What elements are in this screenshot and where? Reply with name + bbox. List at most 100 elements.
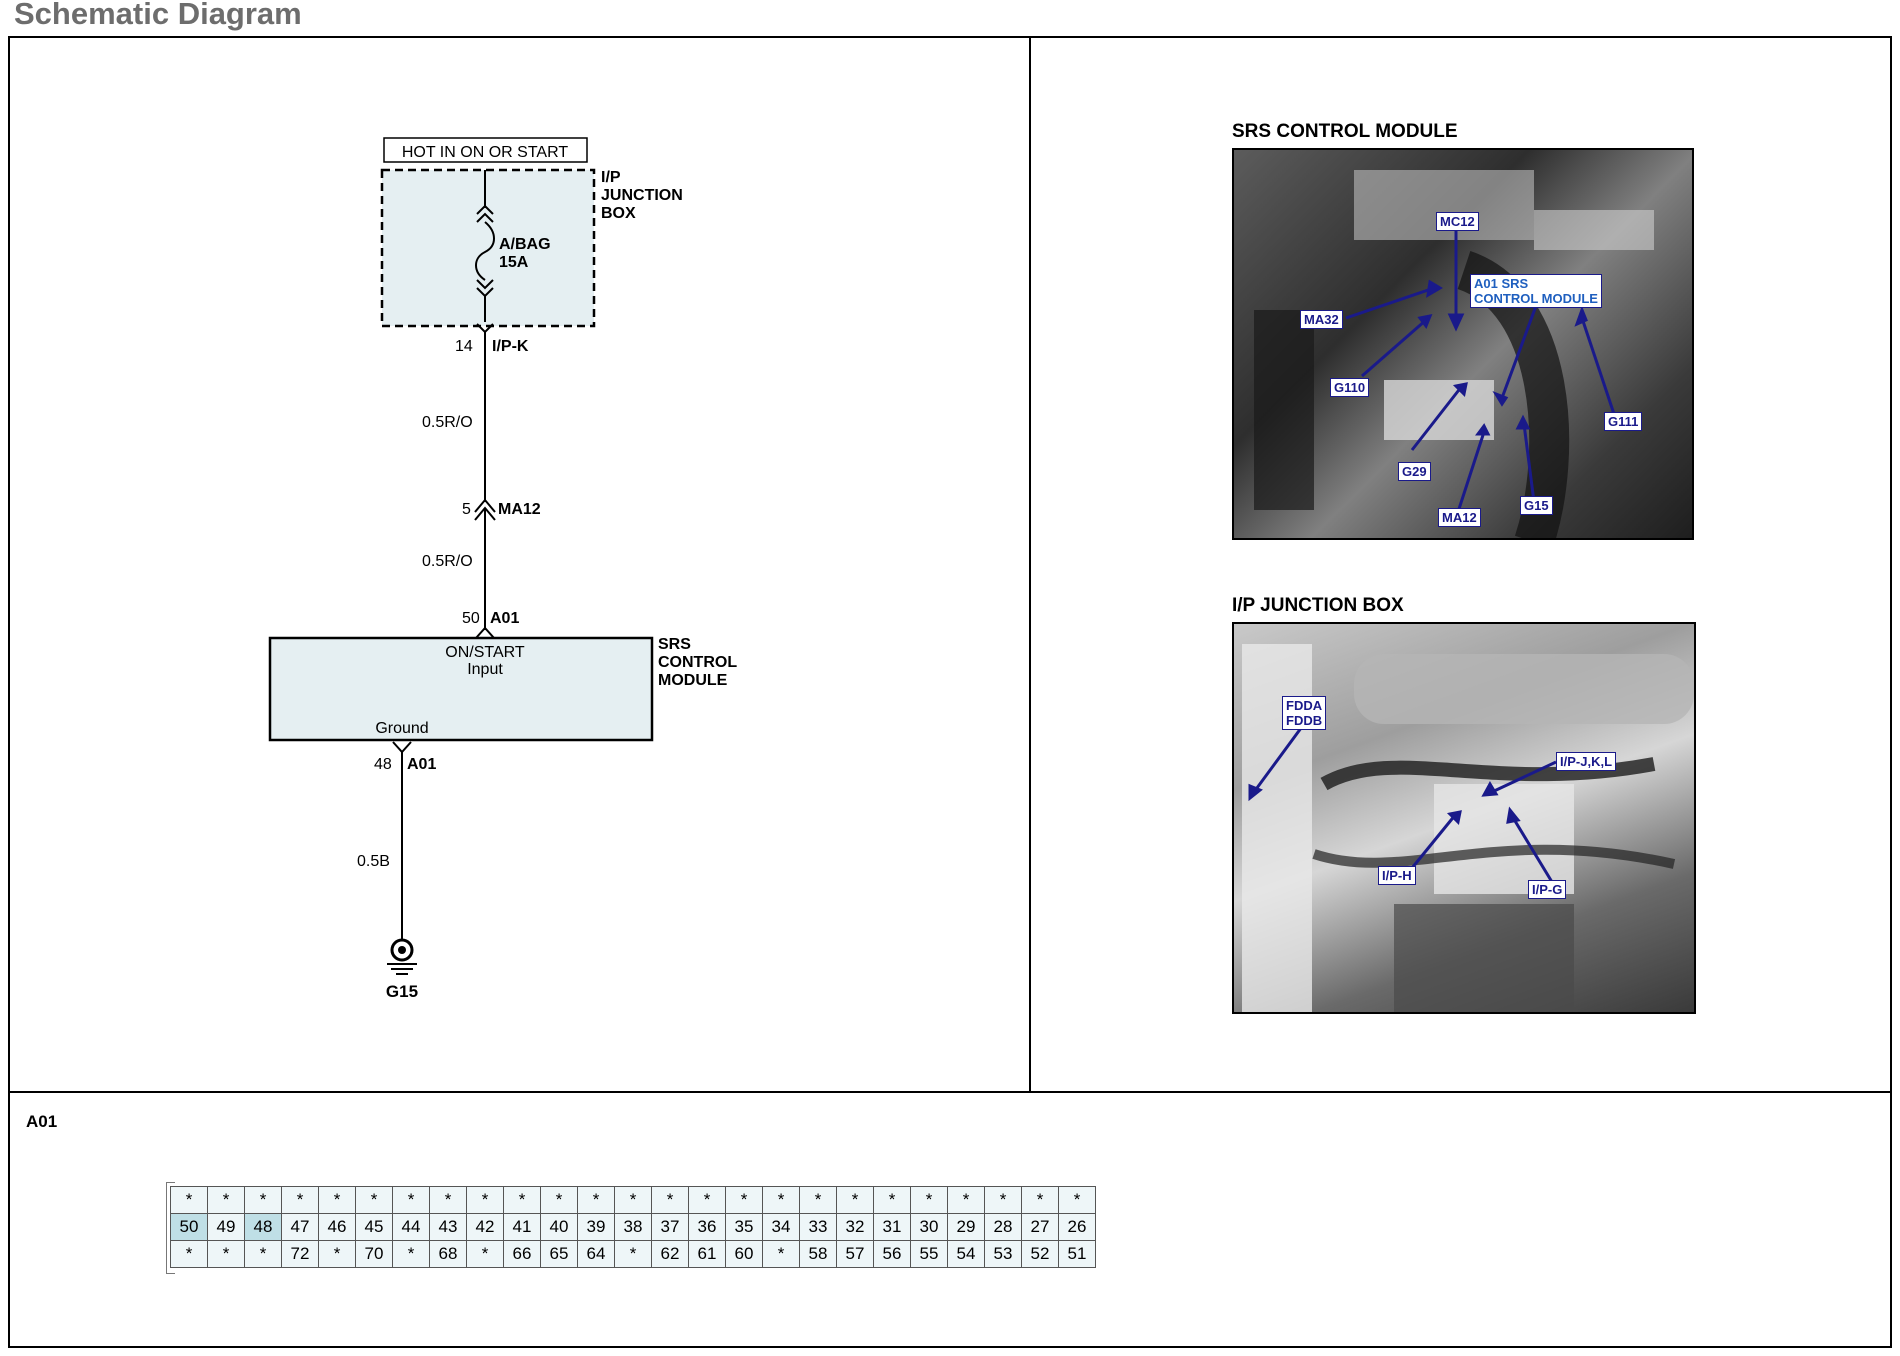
connector-pin-empty: *	[1058, 1186, 1096, 1214]
pin-top-num: 14	[455, 338, 473, 355]
connector-pin-empty: *	[466, 1186, 504, 1214]
connector-pin: 58	[799, 1240, 837, 1268]
junction-box-label: I/P JUNCTION BOX	[601, 169, 687, 222]
connector-pin: 37	[651, 1213, 689, 1241]
connector-pin: 51	[1058, 1240, 1096, 1268]
module-input-line1: ON/START	[445, 644, 525, 661]
connector-pin: 35	[725, 1213, 763, 1241]
connector-pin: 57	[836, 1240, 874, 1268]
connector-pin: 30	[910, 1213, 948, 1241]
ground-icon	[387, 938, 417, 975]
connector-pin: 52	[1021, 1240, 1059, 1268]
connector-pin: 41	[503, 1213, 541, 1241]
module-in-pin-num: 50	[462, 610, 480, 627]
connector-pin-empty: *	[614, 1186, 652, 1214]
connector-pin-empty: *	[762, 1186, 800, 1214]
connector-pin: 44	[392, 1213, 430, 1241]
connector-pin: 31	[873, 1213, 911, 1241]
connector-pin: 72	[281, 1240, 319, 1268]
connector-pin: 32	[836, 1213, 874, 1241]
connector-pin-empty: *	[1021, 1186, 1059, 1214]
page-title: Schematic Diagram	[14, 0, 302, 31]
fuse-chevron-top2	[476, 212, 494, 223]
module-out-pin-num: 48	[374, 756, 392, 773]
srs-module-label-line2: CONTROL	[658, 654, 737, 671]
connector-pin: 27	[1021, 1213, 1059, 1241]
connector-pin-empty: *	[244, 1186, 282, 1214]
connector-pin: 46	[318, 1213, 356, 1241]
connector-pin-empty: *	[984, 1186, 1022, 1214]
connector-pin-empty: *	[392, 1240, 430, 1268]
wiring-schematic: HOT IN ON OR START I/P JUNCTION BOX A/BA…	[268, 137, 741, 1001]
connector-pin: 48	[244, 1213, 282, 1241]
callout-a01-srs-module: A01 SRS CONTROL MODULE	[1470, 274, 1602, 308]
callout-g29: G29	[1398, 462, 1431, 481]
callout-fdda-fddb: FDDA FDDB	[1282, 696, 1327, 730]
connector-pin-empty: *	[873, 1186, 911, 1214]
connector-pin: 65	[540, 1240, 578, 1268]
callout-mc12: MC12	[1436, 212, 1479, 231]
callout-ip-g: I/P-G	[1528, 880, 1567, 899]
callout-ip-h: I/P-H	[1378, 866, 1416, 885]
hot-label: HOT IN ON OR START	[402, 144, 568, 161]
fuse-rating: 15A	[499, 254, 529, 271]
connector-pin: 36	[688, 1213, 726, 1241]
connector-pin-empty: *	[540, 1186, 578, 1214]
connector-pin: 54	[947, 1240, 985, 1268]
connector-pin-empty: *	[318, 1240, 356, 1268]
callout-g111: G111	[1604, 412, 1643, 431]
connector-pin: 53	[984, 1240, 1022, 1268]
srs-module-label-line3: MODULE	[658, 672, 728, 689]
connector-label: A01	[26, 1112, 58, 1131]
connector-pin-empty: *	[651, 1186, 689, 1214]
diagram-frame	[8, 36, 1892, 1348]
connector-pin-empty: *	[281, 1186, 319, 1214]
connector-pin: 28	[984, 1213, 1022, 1241]
connector-pin-empty: *	[170, 1240, 208, 1268]
connector-pin-empty: *	[577, 1186, 615, 1214]
srs-module-box	[268, 636, 654, 742]
connector-pin-empty: *	[762, 1240, 800, 1268]
connector-pin: 33	[799, 1213, 837, 1241]
callout-g15: G15	[1520, 496, 1553, 515]
connector-pin: 55	[910, 1240, 948, 1268]
photo2-overlay	[1242, 644, 1694, 1012]
connector-pin-empty: *	[170, 1186, 208, 1214]
inline-connector-icon	[474, 498, 496, 513]
photo1-title: SRS CONTROL MODULE	[1232, 121, 1458, 142]
inline-conn: MA12	[498, 501, 541, 518]
photo1-image: MC12 A01 SRS CONTROL MODULE MA32 G110 G1…	[1232, 148, 1694, 540]
ground-label: G15	[386, 982, 418, 1001]
callout-ma12: MA12	[1438, 508, 1481, 527]
srs-module-label-line1: SRS	[658, 636, 691, 653]
fuse-chevron-top	[476, 204, 494, 215]
connector-pin: 66	[503, 1240, 541, 1268]
photo1-overlay	[1254, 170, 1654, 538]
connector-pin-empty: *	[207, 1240, 245, 1268]
junction-box-label-line3: BOX	[601, 205, 636, 222]
module-in-pin-icon	[475, 626, 495, 639]
connector-pin: 43	[429, 1213, 467, 1241]
wire-3-label: 0.5B	[357, 853, 390, 870]
connector-pin-empty: *	[836, 1186, 874, 1214]
module-ground-label: Ground	[375, 720, 428, 737]
connector-pin-empty: *	[244, 1240, 282, 1268]
fuse-icon	[475, 221, 495, 281]
connector-pin: 60	[725, 1240, 763, 1268]
fuse-name: A/BAG	[499, 236, 551, 253]
connector-pin: 26	[1058, 1213, 1096, 1241]
connector-pin: 70	[355, 1240, 393, 1268]
callout-ip-jkl: I/P-J,K,L	[1556, 752, 1617, 771]
connector-row: *************************	[170, 1186, 1096, 1214]
connector-pin: 45	[355, 1213, 393, 1241]
connector-pin-empty: *	[947, 1186, 985, 1214]
module-out-conn: A01	[407, 756, 436, 773]
connector-pin: 49	[207, 1213, 245, 1241]
connector-pin: 56	[873, 1240, 911, 1268]
srs-module-label: SRS CONTROL MODULE	[658, 636, 741, 689]
wire-2-label: 0.5R/O	[422, 553, 473, 570]
connector-pin: 50	[170, 1213, 208, 1241]
